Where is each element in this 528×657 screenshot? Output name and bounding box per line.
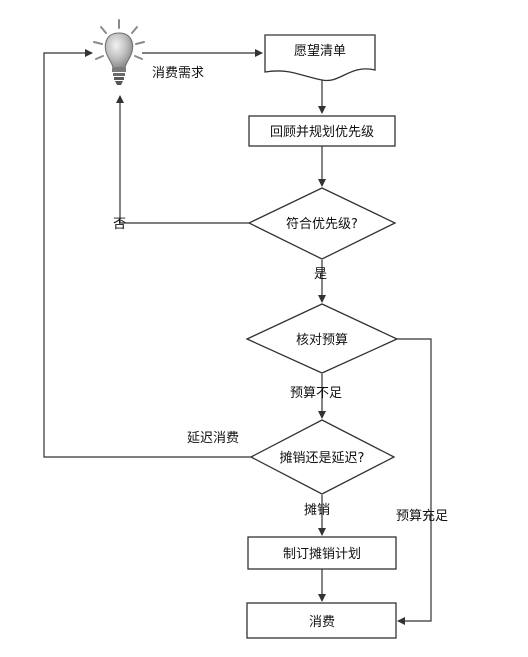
node-budget-check: 核对预算 [245,303,399,374]
edge-label-budget-short: 预算不足 [290,386,342,401]
lightbulb-icon [93,19,145,85]
edge-label-no: 否 [113,217,126,232]
node-wishlist: 愿望清单 [264,34,376,82]
node-priority-check-label: 符合优先级? [286,216,358,232]
edge-no [116,95,249,224]
node-review-label: 回顾并规划优先级 [270,125,374,140]
edge-label-yes: 是 [314,267,327,282]
edge-label-amortize: 摊销 [304,503,330,518]
edge-label-budget-enough: 预算充足 [396,508,448,524]
edge-labels: 消费需求 否 是 预算不足 延迟消费 摊销 预算充足 [113,66,448,524]
node-plan-amortization-label: 制订摊销计划 [283,547,361,562]
node-consume: 消费 [246,602,397,639]
node-priority-check: 符合优先级? [247,187,397,260]
node-review: 回顾并规划优先级 [248,115,396,147]
node-budget-check-label: 核对预算 [296,333,348,348]
node-amortize-or-delay-label: 摊销还是延迟? [280,451,365,466]
node-consume-label: 消费 [309,615,335,630]
node-wishlist-label: 愿望清单 [294,43,346,59]
node-plan-amortization: 制订摊销计划 [247,536,397,570]
edge-label-need: 消费需求 [152,66,204,81]
node-amortize-or-delay: 摊销还是延迟? [249,419,396,495]
edge-budget-enough [397,338,432,625]
edge-label-delay: 延迟消费 [187,431,239,446]
edges [43,49,432,625]
edge-delay [43,49,251,458]
